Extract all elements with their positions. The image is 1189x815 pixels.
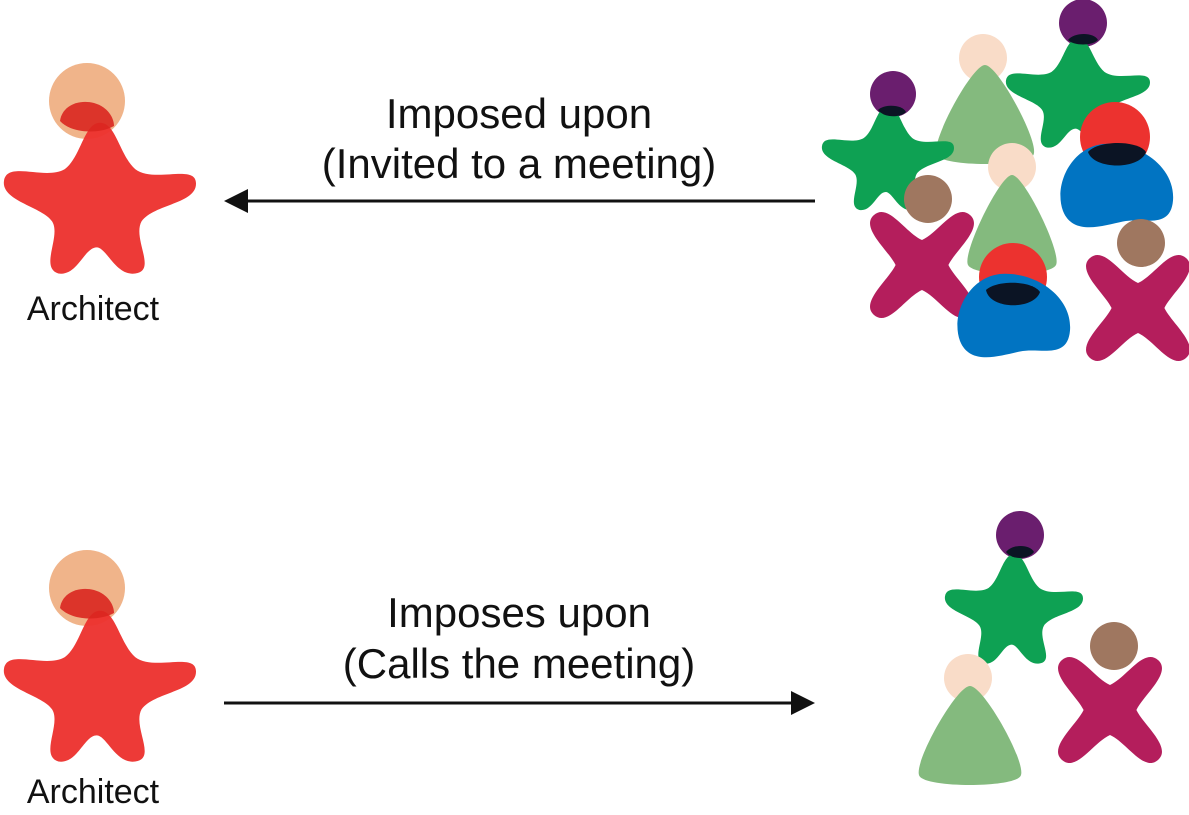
- arrow-label-top-line2: (Invited to a meeting): [322, 140, 717, 187]
- architect-label: Architect: [27, 290, 160, 328]
- arrow-label-bottom-line1: Imposes upon: [387, 589, 651, 636]
- arrow-label-bottom-line2: (Calls the meeting): [343, 640, 695, 687]
- imposes-upon-arrow: [224, 691, 815, 715]
- architect-label: Architect: [27, 773, 160, 811]
- arrow-label-top-line1: Imposed upon: [386, 90, 652, 137]
- large-group-icon: [821, 0, 1189, 362]
- imposed-upon-arrow: [224, 189, 815, 213]
- architect-icon: [3, 63, 196, 274]
- architect-icon: [3, 550, 196, 762]
- small-group-icon: [918, 511, 1162, 785]
